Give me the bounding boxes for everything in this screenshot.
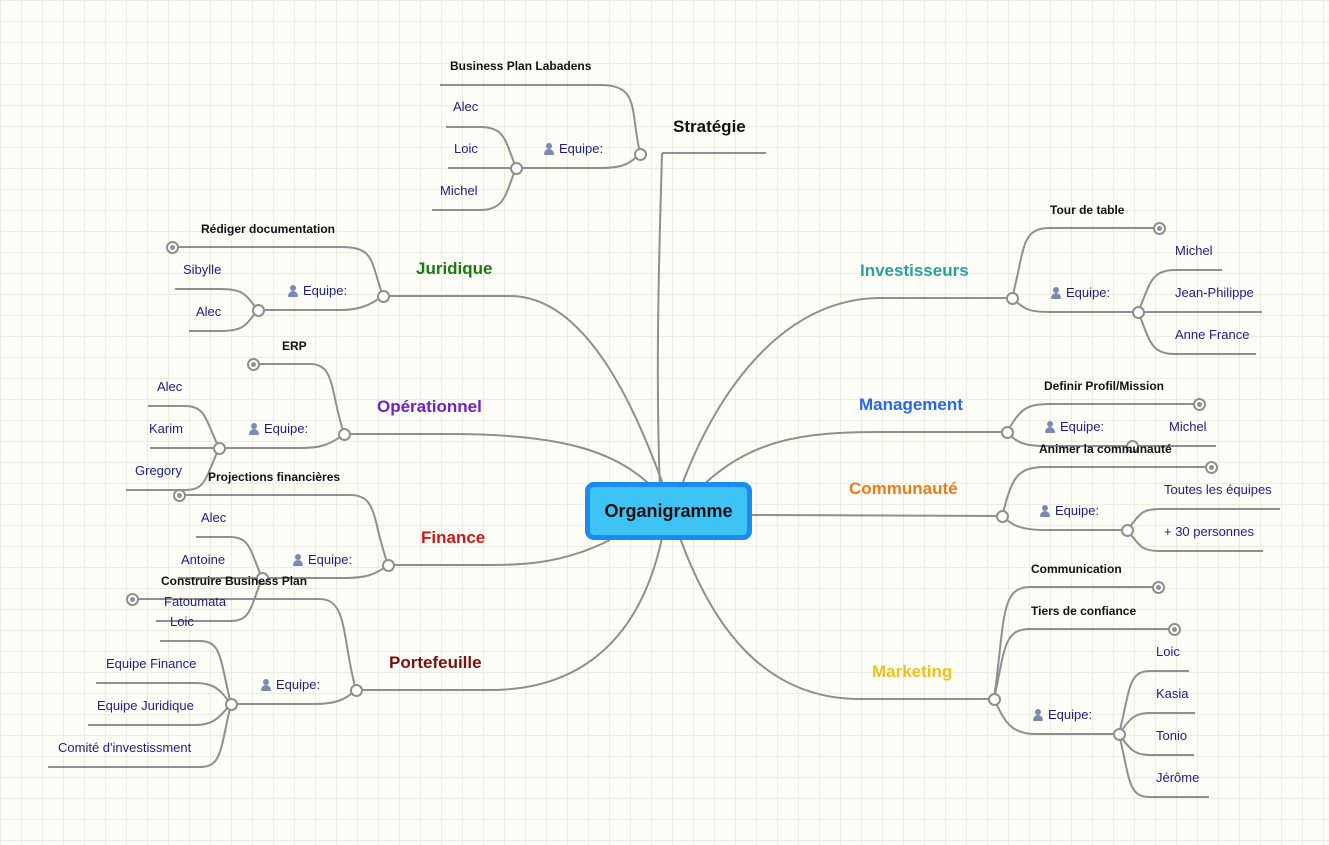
collapse-toggle-team-finance[interactable]	[256, 572, 269, 585]
person-icon	[287, 285, 299, 297]
collapse-toggle-operationnel[interactable]	[338, 428, 351, 441]
team-node-marketing[interactable]: Equipe:	[1032, 707, 1092, 723]
member-equipe-juridique[interactable]: Equipe Juridique	[97, 698, 194, 713]
subtopic-rediger-documentation[interactable]: Rédiger documentation	[201, 222, 336, 236]
expand-toggle-tour-de-table[interactable]	[1153, 222, 1166, 235]
member-30-personnes[interactable]: + 30 personnes	[1164, 524, 1254, 539]
collapse-toggle-strategie[interactable]	[634, 148, 647, 161]
team-node-juridique[interactable]: Equipe:	[287, 283, 347, 299]
member-karim[interactable]: Karim	[149, 421, 183, 436]
collapse-toggle-investisseurs[interactable]	[1006, 292, 1019, 305]
subtopic-tiers-de-confiance[interactable]: Tiers de confiance	[1031, 604, 1137, 618]
collapse-toggle-communaute[interactable]	[996, 510, 1009, 523]
member-gregory[interactable]: Gregory	[135, 463, 182, 478]
member-michel[interactable]: Michel	[1175, 243, 1213, 258]
topic-portefeuille[interactable]: Portefeuille	[389, 653, 482, 672]
member-alec[interactable]: Alec	[157, 379, 183, 394]
expand-toggle-definir-profil-mission[interactable]	[1193, 398, 1206, 411]
team-node-finance[interactable]: Equipe:	[292, 552, 352, 568]
team-node-strategie[interactable]: Equipe:	[543, 141, 603, 157]
collapse-toggle-team-strategie[interactable]	[510, 162, 523, 175]
subtopic-business-plan-labadens[interactable]: Business Plan Labadens	[450, 59, 592, 73]
member-alec[interactable]: Alec	[453, 99, 479, 114]
member-loic[interactable]: Loic	[170, 614, 194, 629]
subtopic-communication[interactable]: Communication	[1031, 562, 1122, 576]
collapse-toggle-management[interactable]	[1001, 426, 1014, 439]
member-tonio[interactable]: Tonio	[1156, 728, 1188, 743]
topic-juridique[interactable]: Juridique	[416, 259, 493, 278]
collapse-toggle-team-investisseurs[interactable]	[1132, 306, 1145, 319]
person-icon	[1050, 287, 1062, 299]
subtopic-tour-de-table[interactable]: Tour de table	[1050, 203, 1125, 217]
person-icon	[1032, 709, 1044, 721]
topic-operationnel[interactable]: Opérationnel	[377, 397, 482, 416]
member-loic[interactable]: Loic	[454, 141, 478, 156]
team-node-investisseurs[interactable]: Equipe:	[1050, 285, 1110, 301]
person-icon	[1044, 421, 1056, 433]
topic-strategie[interactable]: Stratégie	[673, 117, 746, 136]
subtopic-animer-la-communaute[interactable]: Animer la communauté	[1039, 442, 1172, 456]
collapse-toggle-team-juridique[interactable]	[252, 304, 265, 317]
topic-communaute[interactable]: Communauté	[849, 479, 958, 498]
member-jean-philippe[interactable]: Jean-Philippe	[1175, 285, 1254, 300]
subtopic-definir-profil-mission[interactable]: Definir Profil/Mission	[1044, 379, 1165, 393]
member-equipe-finance[interactable]: Equipe Finance	[106, 656, 197, 671]
expand-toggle-erp[interactable]	[247, 358, 260, 371]
subtopic-construire-business-plan[interactable]: Construire Business Plan	[161, 574, 308, 588]
topic-management[interactable]: Management	[859, 395, 963, 414]
collapse-toggle-team-marketing[interactable]	[1113, 728, 1126, 741]
member-alec[interactable]: Alec	[201, 510, 227, 525]
collapse-toggle-team-portefeuille[interactable]	[225, 698, 238, 711]
person-icon	[292, 554, 304, 566]
member-anne-france[interactable]: Anne France	[1175, 327, 1250, 342]
member-jerome[interactable]: Jérôme	[1156, 770, 1200, 785]
expand-toggle-construire-business-plan[interactable]	[126, 593, 139, 606]
collapse-toggle-team-operationnel[interactable]	[213, 442, 226, 455]
team-node-management[interactable]: Equipe:	[1044, 419, 1104, 435]
subtopic-erp[interactable]: ERP	[282, 339, 307, 353]
central-topic-label: Organigramme	[604, 500, 733, 521]
expand-toggle-rediger-documentation[interactable]	[166, 241, 179, 254]
topic-marketing[interactable]: Marketing	[872, 662, 953, 681]
collapse-toggle-finance[interactable]	[382, 559, 395, 572]
central-topic[interactable]: Organigramme	[585, 482, 752, 540]
team-node-communaute[interactable]: Equipe:	[1039, 503, 1099, 519]
person-icon	[1039, 505, 1051, 517]
collapse-toggle-team-management[interactable]	[1126, 440, 1139, 453]
expand-toggle-animer-la-communaute[interactable]	[1205, 461, 1218, 474]
member-sibylle[interactable]: Sibylle	[183, 262, 222, 277]
team-node-portefeuille[interactable]: Equipe:	[260, 677, 320, 693]
person-icon	[543, 143, 555, 155]
expand-toggle-projections-financieres[interactable]	[173, 489, 186, 502]
member-michel[interactable]: Michel	[1169, 419, 1207, 434]
team-node-operationnel[interactable]: Equipe:	[248, 421, 308, 437]
member-toutes-les-equipes[interactable]: Toutes les équipes	[1164, 482, 1272, 497]
expand-toggle-communication[interactable]	[1152, 581, 1165, 594]
collapse-toggle-marketing[interactable]	[988, 693, 1001, 706]
member-loic[interactable]: Loic	[1156, 644, 1180, 659]
expand-toggle-tiers-de-confiance[interactable]	[1168, 623, 1181, 636]
member-comite-investissment[interactable]: Comité d'investissment	[58, 740, 192, 755]
topic-investisseurs[interactable]: Investisseurs	[860, 261, 969, 280]
collapse-toggle-juridique[interactable]	[377, 290, 390, 303]
person-icon	[260, 679, 272, 691]
collapse-toggle-team-communaute[interactable]	[1121, 524, 1134, 537]
collapse-toggle-portefeuille[interactable]	[350, 684, 363, 697]
member-antoine[interactable]: Antoine	[181, 552, 226, 567]
person-icon	[248, 423, 260, 435]
member-kasia[interactable]: Kasia	[1156, 686, 1189, 701]
topic-finance[interactable]: Finance	[421, 528, 486, 547]
member-alec[interactable]: Alec	[196, 304, 222, 319]
member-fatoumata[interactable]: Fatoumata	[164, 594, 227, 609]
subtopic-projections-financieres[interactable]: Projections financières	[208, 470, 341, 484]
member-michel[interactable]: Michel	[440, 183, 478, 198]
